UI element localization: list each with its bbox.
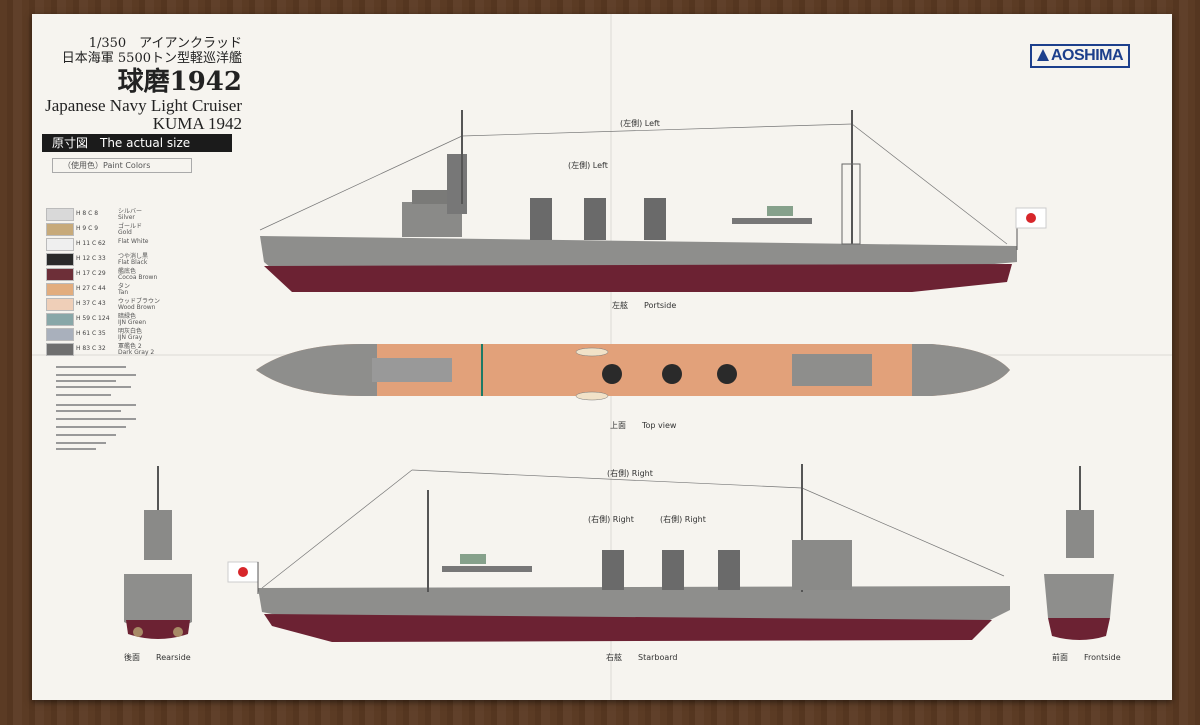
logo-triangle-icon <box>1037 49 1049 61</box>
paint-name-en: Gold <box>118 229 132 236</box>
instruction-poster: 1/350 アイアンクラッド 日本海軍 5500トン型軽巡洋艦 球磨1942 J… <box>32 14 1172 700</box>
paint-swatch <box>46 208 74 221</box>
paint-swatch <box>46 283 74 296</box>
english-name: KUMA 1942 <box>152 114 242 133</box>
english-title: Japanese Navy Light Cruiser <box>45 96 242 115</box>
top-view-plan <box>256 344 1010 401</box>
paint-name-jp: 暗緑色 <box>118 313 137 320</box>
paint-name-en: IJN Gray <box>118 334 143 341</box>
frontside-caption: 前面 Frontside <box>1052 653 1121 662</box>
paint-code: H 12 C 33 <box>76 255 106 262</box>
right-label-top: (右側) Right <box>607 469 653 478</box>
actual-size-banner: 原寸図 The actual size <box>42 134 232 152</box>
paint-name-jp: ウッドブラウン <box>118 298 161 305</box>
left-label-top: (左側) Left <box>620 119 660 128</box>
paint-code: H 17 C 29 <box>76 270 106 277</box>
paint-name-en: Silver <box>118 214 135 221</box>
right-label-a: (右側) Right <box>588 515 634 524</box>
rear-view <box>124 466 192 639</box>
logo-text: AOSHIMA <box>1051 47 1124 64</box>
paint-name-en: Cocoa Brown <box>118 274 158 281</box>
subtitle: 日本海軍 5500トン型軽巡洋艦 <box>61 51 242 66</box>
paint-swatch <box>46 343 74 356</box>
paint-code: H 11 C 62 <box>76 240 106 247</box>
paint-code: H 83 C 32 <box>76 345 106 352</box>
scale-label: 1/350 アイアンクラッド <box>88 36 242 51</box>
paint-name-en: Flat White <box>118 238 149 245</box>
paint-name-en: Tan <box>118 289 129 296</box>
paint-name: Flat White <box>118 239 149 245</box>
portside-profile <box>259 110 1047 292</box>
notes-block <box>56 364 156 454</box>
paint-name-jp: ゴールド <box>118 223 143 230</box>
paint-code: H 37 C 43 <box>76 300 106 307</box>
paint-name-en: Flat Black <box>118 259 148 266</box>
title-block: 1/350 アイアンクラッド 日本海軍 5500トン型軽巡洋艦 球磨1942 J… <box>42 36 242 133</box>
paint-swatch <box>46 223 74 236</box>
starboard-profile <box>227 464 1010 642</box>
paint-name-jp: 艦底色 <box>118 268 137 275</box>
paint-name-en: Dark Gray 2 <box>118 349 155 356</box>
aoshima-logo: AOSHIMA <box>1030 44 1131 68</box>
paint-swatch <box>46 313 74 326</box>
paint-code: H 61 C 35 <box>76 330 106 337</box>
paint-colors-heading: （使用色）Paint Colors <box>52 158 192 173</box>
paint-name-jp: タン <box>118 283 131 290</box>
top-view-caption: 上面 Top view <box>610 421 677 430</box>
paint-swatch <box>46 268 74 281</box>
rearside-caption: 後面 Rearside <box>124 653 191 662</box>
paint-name-jp: 明灰白色 <box>118 328 143 335</box>
starboard-caption: 右舷 Starboard <box>606 653 678 662</box>
paint-swatch <box>46 328 74 341</box>
paint-name-en: IJN Green <box>118 319 147 326</box>
paint-name-jp: つや消し黒 <box>118 253 149 260</box>
paint-code: H 59 C 124 <box>76 315 110 322</box>
paint-name-en: Wood Brown <box>118 304 156 311</box>
ship-name: 球磨1942 <box>117 67 242 97</box>
portside-caption: 左舷 Portside <box>612 301 677 310</box>
paint-swatch <box>46 253 74 266</box>
paint-swatch <box>46 238 74 251</box>
paint-code: H 8 C 8 <box>76 210 99 217</box>
paint-swatch <box>46 298 74 311</box>
paint-code: H 9 C 9 <box>76 225 99 232</box>
front-view <box>1044 466 1114 640</box>
paint-name-jp: シルバー <box>118 208 143 215</box>
paint-name-jp: 軍艦色 2 <box>118 343 142 350</box>
left-label-mid: (左側) Left <box>568 161 608 170</box>
right-label-b: (右側) Right <box>660 515 706 524</box>
paint-code: H 27 C 44 <box>76 285 106 292</box>
